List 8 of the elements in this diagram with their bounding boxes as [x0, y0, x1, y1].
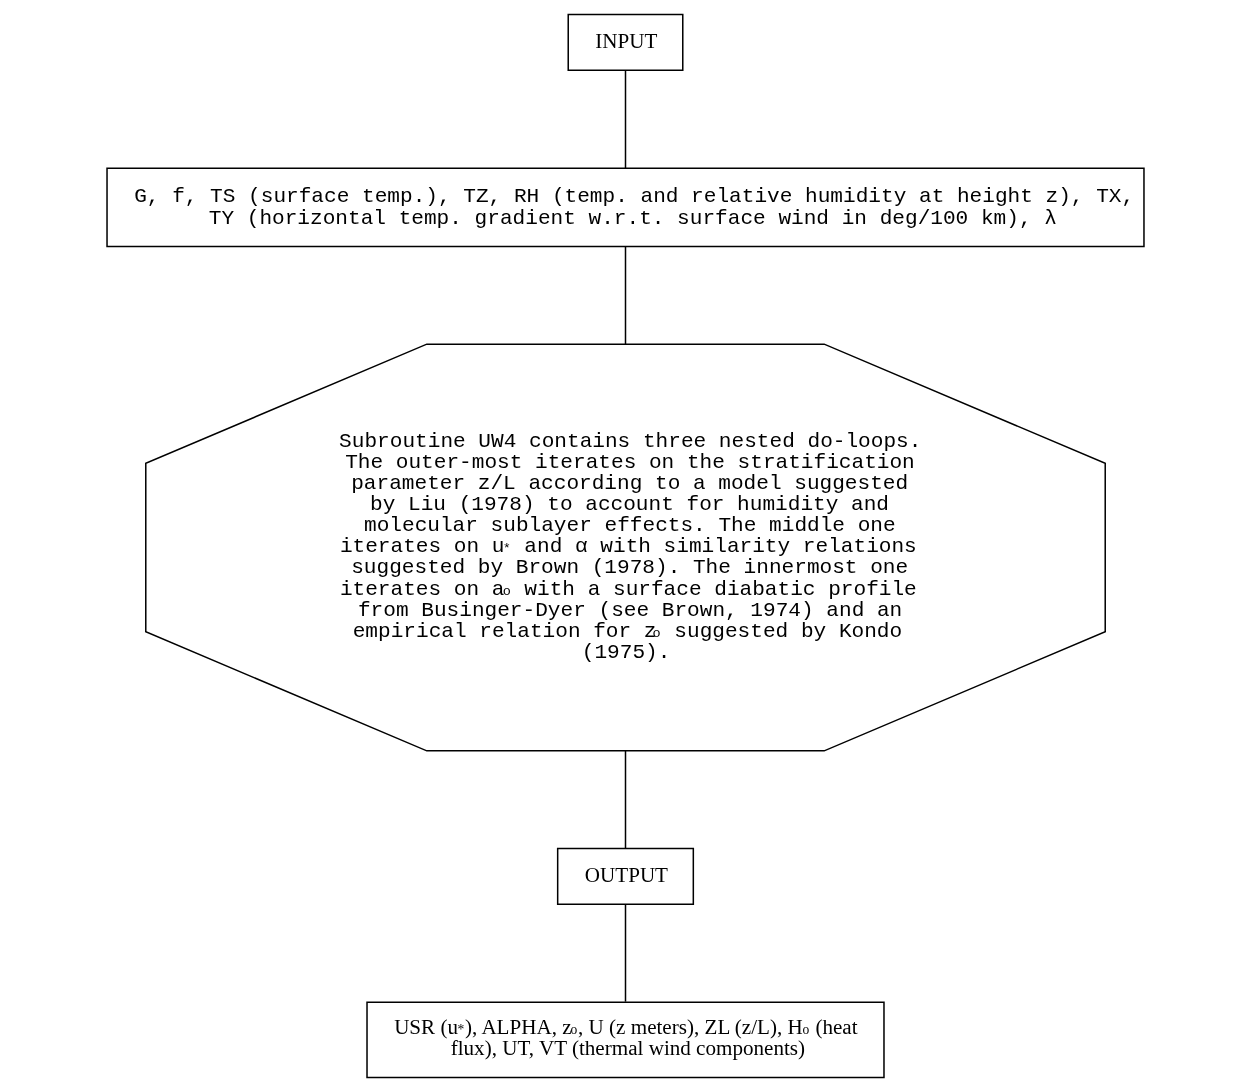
node-box: G, f, TS (surface temp.), TZ, RH (temp. and relative humidity at height z), TX, TY (horizontal temp. gradient w.r.t. surface wind in deg/100 km), λ — [105, 167, 1145, 248]
connector — [624, 246, 626, 345]
connector — [624, 750, 626, 850]
connector — [624, 903, 626, 1003]
node-box: USR (u*), ALPHA, zo, U (z meters), ZL (z/L), Ho (heat flux), UT, VT (thermal wind components) — [365, 1001, 885, 1079]
node-box: INPUT — [566, 13, 684, 71]
connector — [624, 69, 626, 169]
node-box: OUTPUT — [556, 847, 694, 906]
